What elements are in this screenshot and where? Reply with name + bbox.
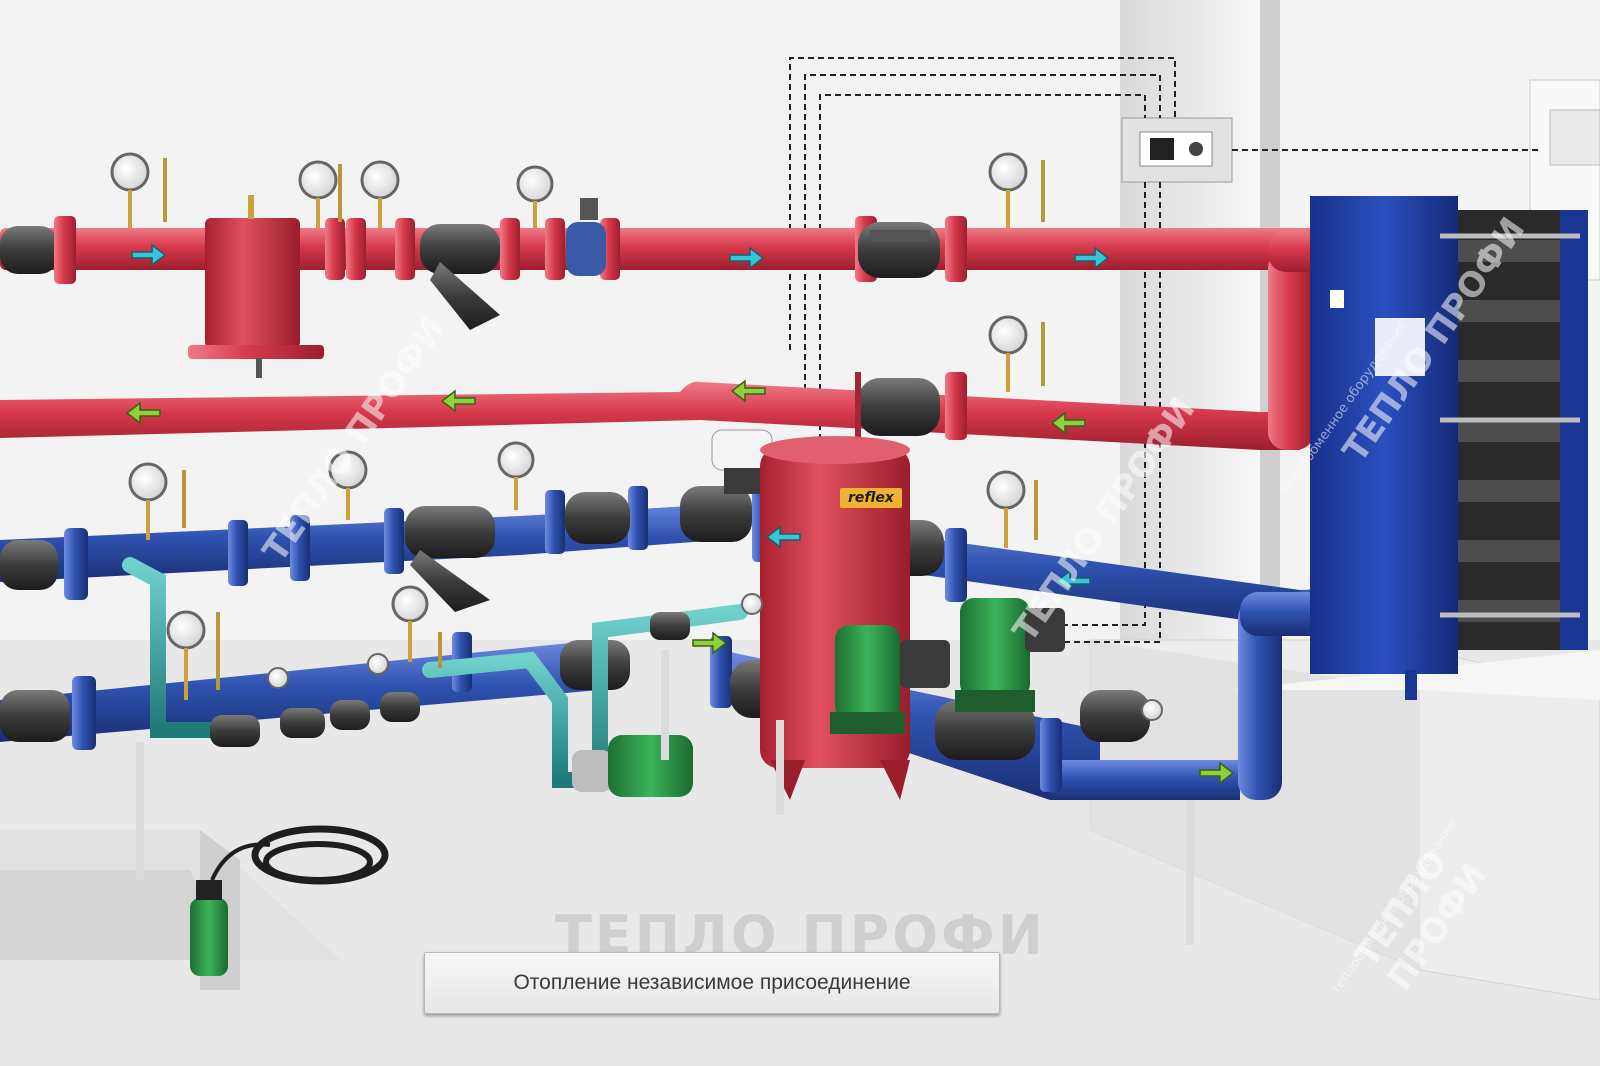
gate-valve-hot-left bbox=[0, 216, 76, 284]
tank-brand-label: reflex bbox=[840, 488, 902, 508]
drain-pit bbox=[0, 830, 340, 990]
control-valve-hot bbox=[858, 222, 940, 278]
drainage-pump bbox=[190, 825, 389, 976]
pressure-gauges bbox=[110, 152, 1163, 721]
flow-arrows-hot bbox=[131, 243, 1110, 270]
flow-arrows-cold bbox=[765, 525, 1091, 593]
actuator-valve bbox=[711, 429, 773, 494]
make-up-water-pipes bbox=[122, 557, 748, 788]
caption-plate: Отопление независимое присоединение bbox=[424, 952, 1000, 1014]
mud-separator bbox=[188, 195, 324, 378]
control-valve-hot-return bbox=[855, 372, 967, 440]
thermometers bbox=[163, 158, 1045, 690]
flow-arrows-return bbox=[125, 379, 1235, 785]
make-up-pump bbox=[572, 735, 693, 797]
flow-meter-hot bbox=[566, 198, 606, 276]
hot-supply-pipe bbox=[0, 228, 1350, 270]
gate-valves-cold-left bbox=[0, 540, 70, 742]
strainer-hot bbox=[420, 224, 500, 330]
pipe-supports bbox=[136, 650, 1194, 945]
circulation-pump-1 bbox=[830, 625, 950, 734]
control-cabinet bbox=[1121, 117, 1233, 183]
equipment-plinth bbox=[1089, 639, 1600, 1001]
caption: Отопление независимое присоединение bbox=[513, 971, 911, 994]
make-up-line-fittings bbox=[210, 612, 690, 747]
hot-return-pipe bbox=[0, 230, 1348, 450]
plate-heat-exchanger bbox=[1310, 196, 1588, 700]
circulation-pump-2 bbox=[955, 598, 1065, 712]
